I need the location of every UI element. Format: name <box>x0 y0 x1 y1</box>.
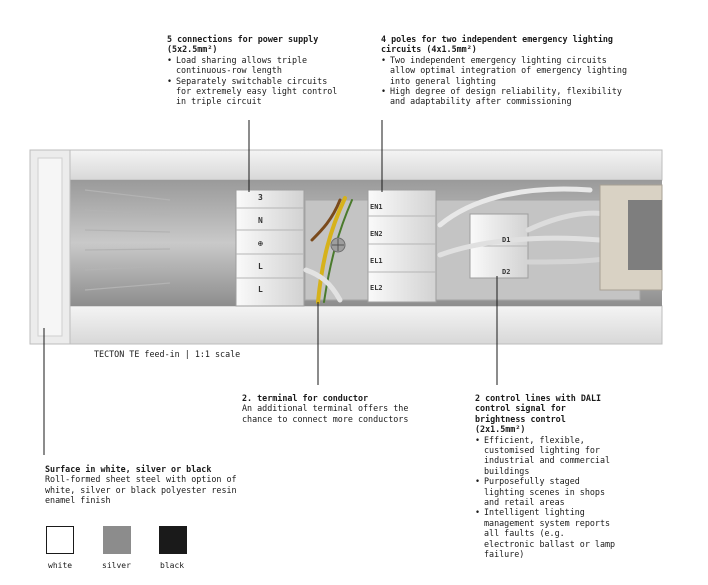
callout-bullet: Two independent emergency lighting circu… <box>381 55 631 86</box>
terminal-labels-right: D1 D2 <box>502 224 522 288</box>
swatch-label: silver <box>102 561 131 570</box>
callout-title: 2 control lines with DALI control signal… <box>475 393 602 435</box>
bottom-rail <box>29 305 663 345</box>
swatch-black <box>159 526 187 554</box>
callout-title: 5 connections for power supply <box>167 34 319 44</box>
callout-text: Roll-formed sheet steel with option of w… <box>45 474 237 506</box>
callout-bullet: Separately switchable circuits for extre… <box>167 76 342 107</box>
terminal-label: 3 <box>258 193 263 202</box>
terminal-label: EN1 <box>370 203 383 211</box>
callout-title: Surface in white, silver or black <box>45 464 212 474</box>
terminal-label: EL1 <box>370 257 383 265</box>
swatch-silver <box>103 526 131 554</box>
figure-caption: TECTON TE feed-in | 1:1 scale <box>94 349 241 359</box>
callout-bullet: Purposefully staged lighting scenes in s… <box>475 476 620 507</box>
callout-subtitle: (5x2.5mm²) <box>167 44 218 55</box>
terminal-label: ⊕ <box>258 239 263 248</box>
callout-title: 2. terminal for conductor <box>242 393 369 403</box>
swatch-label: white <box>48 561 73 570</box>
callout-dali: 2 control lines with DALI control signal… <box>475 393 620 560</box>
terminal-label: EN2 <box>370 230 383 238</box>
swatch-white <box>46 526 74 554</box>
terminal-label: L <box>258 262 263 271</box>
swatch-label: black <box>160 561 185 570</box>
terminal-label: EL2 <box>370 284 383 292</box>
terminal-label: N <box>258 216 263 225</box>
terminal-labels-mid: EN1 EN2 EL1 EL2 <box>370 194 400 302</box>
terminal-label: L <box>258 285 263 294</box>
terminal-label: D1 <box>502 236 511 244</box>
callout-surface: Surface in white, silver or black Roll-f… <box>45 464 255 506</box>
callout-bullet: Load sharing allows triple continuous-ro… <box>167 55 342 76</box>
callout-bullet: Intelligent lighting management system r… <box>475 507 620 559</box>
power-terminal-block <box>235 189 305 307</box>
callout-terminal: 2. terminal for conductor An additional … <box>242 393 417 424</box>
terminal-label: D2 <box>502 268 511 276</box>
callout-bullet: High degree of design reliability, flexi… <box>381 86 631 107</box>
callout-emergency: 4 poles for two independent emergency li… <box>381 34 631 107</box>
reflector-ribs <box>84 189 171 291</box>
callout-bullet: Efficient, flexible, customised lighting… <box>475 435 620 477</box>
callout-text: An additional terminal offers the chance… <box>242 403 409 424</box>
emergency-terminal-block <box>367 189 437 303</box>
callout-power-supply: 5 connections for power supply (5x2.5mm²… <box>167 34 342 107</box>
terminal-labels-left: 3 N ⊕ L L <box>258 186 278 301</box>
callout-title: 4 poles for two independent emergency li… <box>381 34 613 55</box>
top-rail <box>29 149 663 181</box>
